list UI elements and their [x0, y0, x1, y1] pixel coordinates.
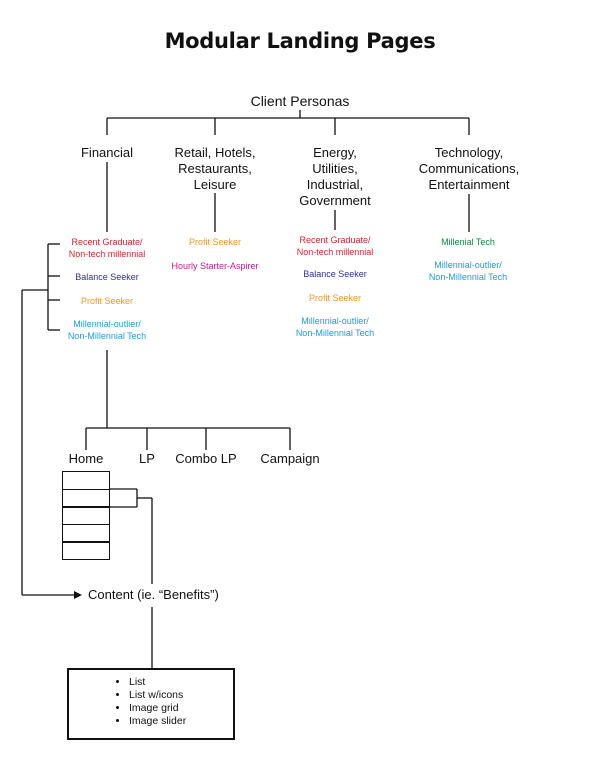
page-type-combo-lp: Combo LP	[175, 451, 237, 466]
persona-energy-balance-seeker: Balance Seeker	[303, 269, 367, 279]
persona-energy-recent-graduate: Recent Graduate/ Non-tech millennial	[296, 235, 374, 257]
category-technology: Technology, Communications, Entertainmen…	[418, 145, 520, 192]
content-node: Content (ie. “Benefits”)	[88, 587, 219, 602]
page-type-lp: LP	[139, 451, 155, 466]
home-module-3	[62, 506, 110, 525]
persona-financial-millennial-outlier: Millennial-outlier/ Non-Millennial Tech	[67, 319, 147, 341]
home-module-1	[62, 471, 110, 490]
persona-financial-profit-seeker: Profit Seeker	[80, 296, 134, 306]
persona-energy-millennial-outlier: Millennial-outlier/ Non-Millennial Tech	[295, 316, 375, 338]
content-formats-box: List List w/icons Image grid Image slide…	[67, 668, 235, 740]
category-financial: Financial	[80, 145, 134, 160]
list-item: Image grid	[129, 702, 186, 715]
list-item: List w/icons	[129, 689, 186, 702]
home-module-4	[62, 523, 110, 543]
persona-financial-balance-seeker: Balance Seeker	[75, 272, 139, 282]
page-type-campaign: Campaign	[260, 451, 320, 466]
list-item: Image slider	[129, 715, 186, 728]
page-title: Modular Landing Pages	[164, 29, 436, 53]
category-energy: Energy, Utilities, Industrial, Governmen…	[299, 145, 371, 208]
home-module-5	[62, 541, 110, 560]
page-type-home: Home	[68, 451, 104, 466]
persona-tech-millenial-tech: Millenial Tech	[441, 237, 495, 247]
content-formats-list: List List w/icons Image grid Image slide…	[115, 676, 186, 728]
category-retail: Retail, Hotels, Restaurants, Leisure	[174, 145, 256, 192]
persona-energy-profit-seeker: Profit Seeker	[308, 293, 362, 303]
root-node: Client Personas	[250, 93, 350, 109]
persona-tech-millennial-outlier: Millennial-outlier/ Non-Millennial Tech	[428, 260, 508, 282]
persona-retail-hourly-starter: Hourly Starter-Aspirer	[171, 261, 259, 271]
home-module-2	[62, 488, 110, 508]
persona-financial-recent-graduate: Recent Graduate/ Non-tech millennial	[68, 237, 146, 259]
persona-retail-profit-seeker: Profit Seeker	[188, 237, 242, 247]
list-item: List	[129, 676, 186, 689]
